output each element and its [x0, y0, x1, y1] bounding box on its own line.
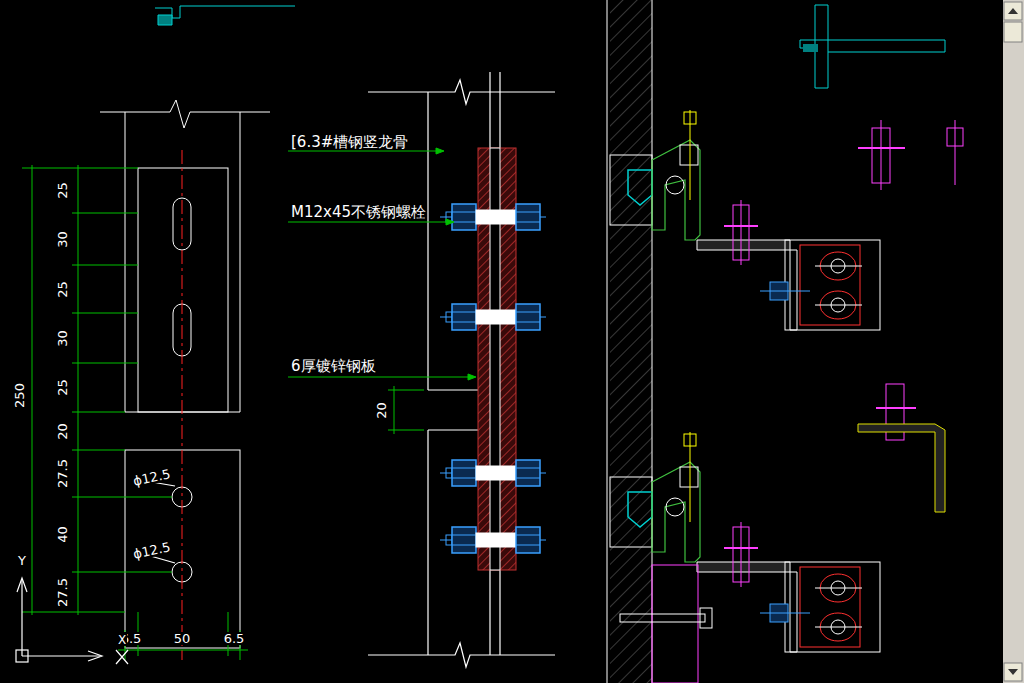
axis-label: Y — [17, 554, 27, 567]
part-callout: M12x45不锈钢螺栓 — [290, 205, 427, 220]
dimension-text: 20 — [55, 422, 68, 441]
axis-label: X — [117, 634, 127, 646]
dimension-text: 25 — [55, 280, 68, 299]
dimension-text: 40 — [55, 525, 68, 544]
dimension-text: 27.5 — [55, 458, 68, 489]
dimension-text: 50 — [173, 632, 192, 645]
dimension-text: 30 — [55, 230, 68, 249]
dimension-text: 25 — [55, 378, 68, 397]
dimension-text: 250 — [12, 382, 25, 409]
hole-diameter: ϕ12.5 — [131, 540, 172, 561]
part-callout: 6厚镀锌钢板 — [290, 359, 377, 374]
dimension-text: 27.5 — [55, 577, 68, 608]
dimension-text: 6.5 — [223, 632, 246, 645]
part-callout: [6.3#槽钢竖龙骨 — [290, 135, 409, 150]
dimension-text: 25 — [55, 181, 68, 200]
dimension-text: 20 — [374, 401, 387, 420]
dimension-text: 30 — [55, 329, 68, 348]
